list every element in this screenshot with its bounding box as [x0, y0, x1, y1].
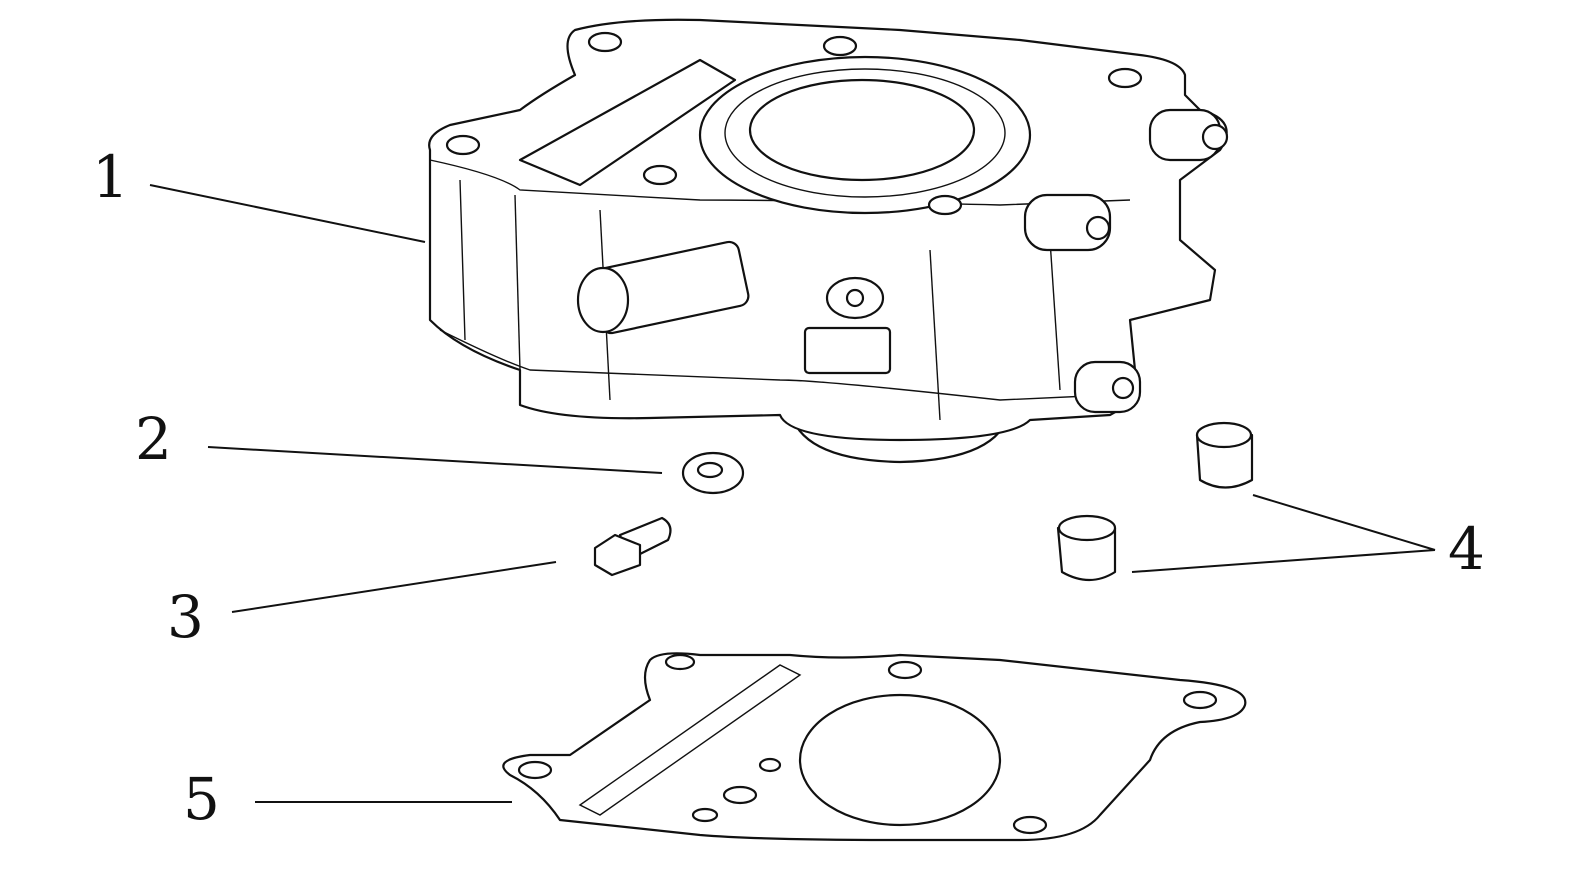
leader-line-1 [149, 184, 426, 243]
washer-part [681, 451, 745, 495]
bolt-part [593, 516, 672, 577]
leader-line-4b [1131, 549, 1436, 573]
dowel-pin-part [1056, 514, 1117, 582]
callout-4: 4 [1448, 515, 1485, 583]
callout-1: 1 [92, 143, 129, 211]
gasket-part [502, 652, 1247, 842]
callout-5: 5 [183, 765, 220, 833]
leader-line-4a [1252, 494, 1436, 551]
leader-line-3 [231, 561, 557, 613]
leader-line-2 [207, 446, 663, 474]
callout-2: 2 [135, 405, 172, 473]
callout-3: 3 [167, 583, 204, 651]
dowel-pin-part [1195, 421, 1254, 489]
cylinder-part [428, 18, 1229, 464]
